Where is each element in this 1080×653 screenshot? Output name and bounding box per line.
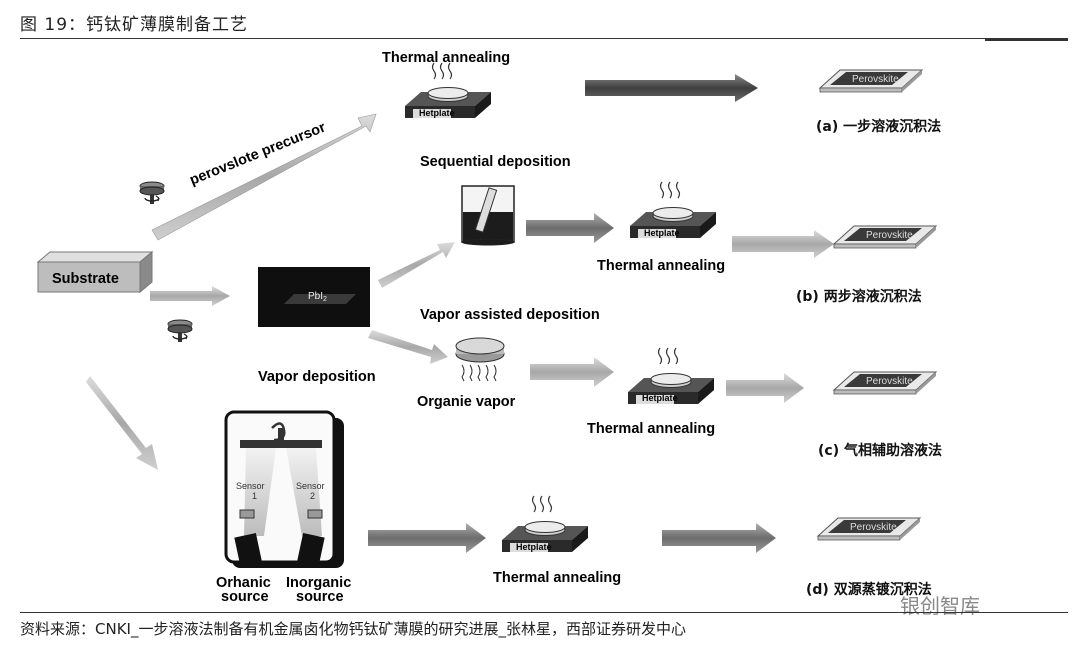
arrow-b-2 [732,230,834,258]
result-caption-a: (a) 一步溶液沉积法 [816,119,942,135]
substrate-block [36,251,154,263]
arrow-b-1 [526,213,614,243]
label-thermal-annealing-c: Thermal annealing [587,421,715,437]
label-sequential: Sequential deposition [420,154,571,170]
spin-coater-icon-2 [167,319,193,343]
bottom-rule [20,612,1068,613]
hotplate-label-d: Hetplate [516,542,552,552]
arrow-c-1 [530,357,614,387]
arrow-pbi2-sequential [378,242,455,288]
top-rule [20,38,1068,39]
spin-coater-icon [139,181,165,205]
film-label-c: Perovskite [866,376,913,387]
label-thermal-annealing-d: Thermal annealing [493,570,621,586]
heat-waves-icon-c [657,347,679,365]
hotplate-label: Hetplate [419,108,455,118]
film-label-b: Perovskite [866,230,913,241]
arrow-d-1 [368,523,486,553]
arrow-substrate-d [86,376,158,470]
source-note: 资料来源：CNKI_一步溶液法制备有机金属卤化物钙钛矿薄膜的研究进展_张林星，西… [20,620,686,638]
heat-waves-icon-b [659,181,681,199]
organic-vapor-dish-icon [455,337,505,363]
arrow-pbi2-vapor [368,330,448,364]
film-label-d: Perovskite [850,522,897,533]
sensor-1-label: Sensor [236,481,265,491]
label-organic-vapor: Organie vapor [417,394,516,410]
result-caption-b: (b) 两步溶液沉积法 [796,289,922,305]
inorganic-source-label-1: Inorganic [286,575,351,591]
top-rule-accent [985,38,1068,41]
sensor-2-num: 2 [310,491,315,501]
evaporation-chamber [224,410,344,568]
arrow-c-2 [726,373,804,403]
organic-source-label-1: Orhanic [216,575,271,591]
label-thermal-annealing-b: Thermal annealing [597,258,725,274]
beaker-icon [461,185,515,246]
arrow-d-2 [662,523,776,553]
watermark: 银创智库 [900,594,980,618]
sensor-2-label: Sensor [296,481,325,491]
substrate-label: Substrate [52,271,119,287]
film-label-a: Perovskite [852,74,899,85]
hotplate-label-c: Hetplate [642,393,678,403]
label-vapor-deposition: Vapor deposition [258,369,376,385]
organic-source-label-2: source [221,589,269,605]
arrow-a-long [585,74,758,102]
heat-waves-icon-d [531,495,553,513]
hotplate-label-b: Hetplate [644,228,680,238]
result-caption-c: (c) 气相辅助溶液法 [818,443,942,459]
label-vapor-assisted: Vapor assisted deposition [420,307,600,323]
vapor-arrows-icon [461,364,497,382]
figure-title: 图 19：钙钛矿薄膜制备工艺 [20,15,249,35]
pbi2-label: PbI2 [308,291,327,303]
label-thermal-annealing-a: Thermal annealing [382,50,510,66]
sensor-1-num: 1 [252,491,257,501]
result-caption-d: (d) 双源蒸镀沉积法 [806,582,932,598]
arrow-precursor [151,113,377,241]
inorganic-source-label-2: source [296,589,344,605]
arrow-substrate-pbi2 [150,286,230,306]
